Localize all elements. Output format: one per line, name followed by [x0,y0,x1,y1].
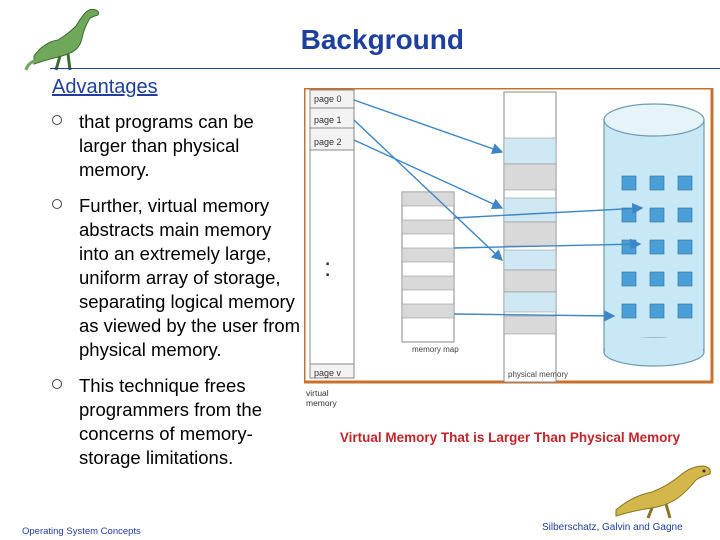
bullet-item: that programs can be larger than physica… [52,110,302,182]
title-divider [50,68,720,69]
page-label: page 1 [314,115,342,125]
mapping-arrows [353,99,644,322]
memory-map-label: memory map [412,345,459,354]
bullet-circle-icon [52,199,62,209]
bullet-item: This technique frees programmers from th… [52,374,302,470]
bullet-circle-icon [52,115,62,125]
slide-title: Background [300,24,464,55]
physical-memory-label: physical memory [508,370,568,379]
memory-map-column [401,191,455,343]
dinosaur-mascot-icon [615,465,711,519]
page-label: page v [314,368,342,378]
virtual-memory-label: virtual memory [306,388,337,408]
bullet-text: that programs can be larger than physica… [79,111,254,180]
bullet-circle-icon [52,379,62,389]
ellipsis-dots: : [324,252,331,282]
bullet-list: that programs can be larger than physica… [52,110,302,482]
footer-right: Silberschatz, Galvin and Gagne [542,522,683,533]
subheading: Advantages [52,76,158,98]
page-label: page 0 [314,94,342,104]
bullet-text: This technique frees programmers from th… [79,375,262,468]
bullet-text: Further, virtual memory abstracts main m… [79,195,301,360]
diagram-caption: Virtual Memory That is Larger Than Physi… [339,430,681,445]
page-slot [309,363,355,379]
page-label: page 2 [314,137,342,147]
disk-storage-icon [603,103,705,367]
bullet-item: Further, virtual memory abstracts main m… [52,194,302,362]
dinosaur-logo-icon [24,8,100,71]
virtual-memory-diagram: page 0 page 1 page 2 page v : memory map… [304,88,714,384]
page-slot [309,127,355,151]
footer-left: Operating System Concepts [22,526,141,537]
